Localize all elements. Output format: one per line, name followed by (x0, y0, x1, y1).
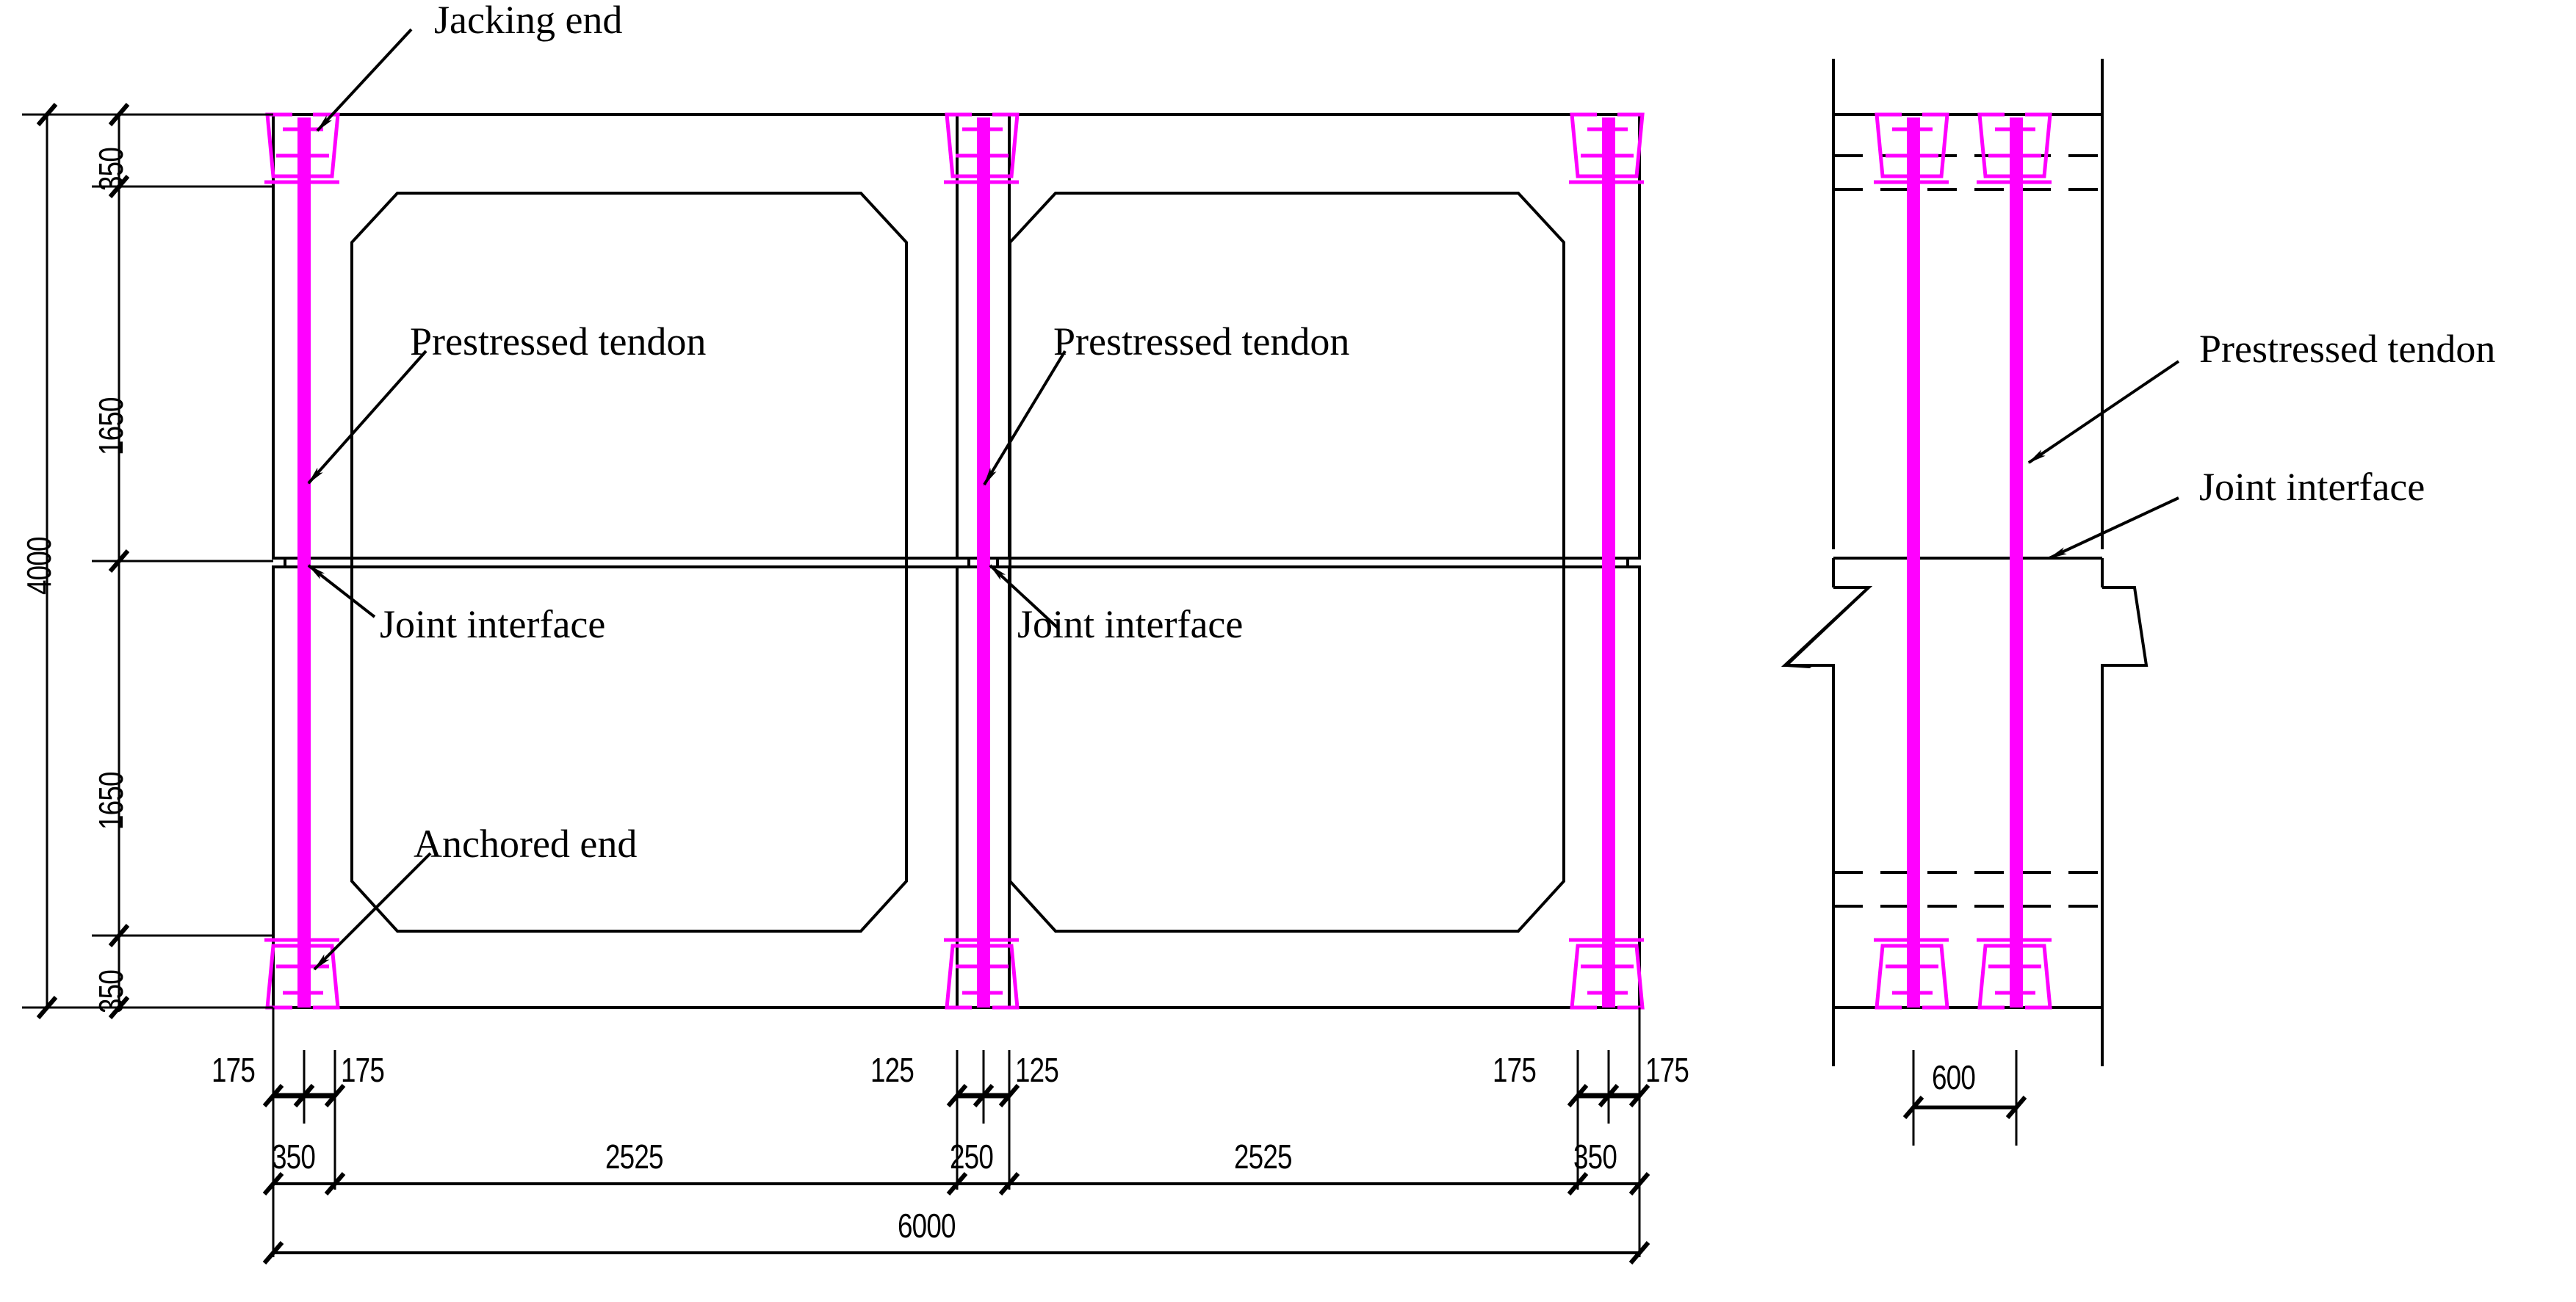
tendon-middle (977, 117, 990, 1008)
side-anchor-head-right-top (1977, 112, 2052, 184)
side-anchor-head-right-bottom (1977, 938, 2052, 1010)
hidden-lines-upper (1833, 154, 2102, 191)
side-anchor-head-left-top (1874, 112, 1949, 184)
label-anchored-end: Anchored end (414, 822, 638, 866)
joint-interface-step (273, 557, 1639, 567)
label-prestressed-tendon-side: Prestressed tendon (2199, 327, 2496, 371)
side-outline (1781, 59, 2149, 1066)
dim-row-tendon-offsets (262, 1084, 1650, 1107)
dim-row-chain (262, 1172, 1650, 1196)
dim-text-width-250-mid: 250 (950, 1138, 994, 1176)
anchor-head-middle-top (944, 112, 1020, 184)
side-anchor-head-left-bottom (1874, 938, 1949, 1010)
elevation-view (264, 28, 1645, 1010)
anchor-head-middle-bottom (944, 938, 1020, 1010)
dim-text-height-1650-lower: 1650 (92, 772, 130, 830)
label-jacking-end: Jacking end (434, 0, 623, 42)
dimension-lines (22, 103, 2027, 1265)
label-joint-interface-side: Joint interface (2199, 465, 2425, 509)
anchor-head-right-top (1569, 112, 1645, 184)
tendon-right (1602, 117, 1615, 1008)
dim-text-width-350-right: 350 (1573, 1138, 1617, 1176)
side-view (1781, 59, 2180, 1066)
dim-side-width (1902, 1050, 2027, 1146)
dim-row-overall-width (262, 1241, 1650, 1265)
dim-text-height-1650-upper: 1650 (92, 397, 130, 455)
label-joint-interface-left: Joint interface (380, 602, 606, 646)
dim-text-width-2525-left: 2525 (605, 1138, 663, 1176)
dim-text-offset-175-b: 175 (341, 1051, 385, 1089)
dim-text-overall-width: 6000 (898, 1207, 956, 1245)
label-prestressed-tendon-left: Prestressed tendon (410, 319, 707, 364)
dim-text-width-2525-right: 2525 (1234, 1138, 1292, 1176)
anchor-head-right-bottom (1569, 938, 1645, 1010)
dim-text-side-width-600: 600 (1932, 1058, 1976, 1096)
tendon-left (297, 117, 311, 1008)
dim-text-offset-125-a: 125 (870, 1051, 914, 1089)
dim-text-width-350-left: 350 (272, 1138, 316, 1176)
dim-text-offset-175-a: 175 (212, 1051, 256, 1089)
side-tendon-right (2010, 117, 2023, 1008)
leader-lines-side (2027, 360, 2180, 560)
dim-text-overall-height: 4000 (20, 537, 58, 595)
leader-lines-elevation (307, 28, 1067, 971)
label-prestressed-tendon-mid: Prestressed tendon (1053, 319, 1350, 364)
opening-left (350, 192, 908, 933)
dim-text-offset-175-c: 175 (1493, 1051, 1537, 1089)
dim-text-offset-175-d: 175 (1645, 1051, 1689, 1089)
dim-text-height-350-bottom: 350 (92, 970, 130, 1013)
mid-pier-edges (956, 115, 1011, 1008)
dim-text-height-350-top: 350 (92, 148, 130, 191)
side-tendon-left (1907, 117, 1920, 1008)
label-joint-interface-mid: Joint interface (1017, 602, 1244, 646)
opening-right (1009, 192, 1565, 933)
dim-text-offset-125-b: 125 (1015, 1051, 1059, 1089)
hidden-lines-lower (1833, 871, 2102, 908)
